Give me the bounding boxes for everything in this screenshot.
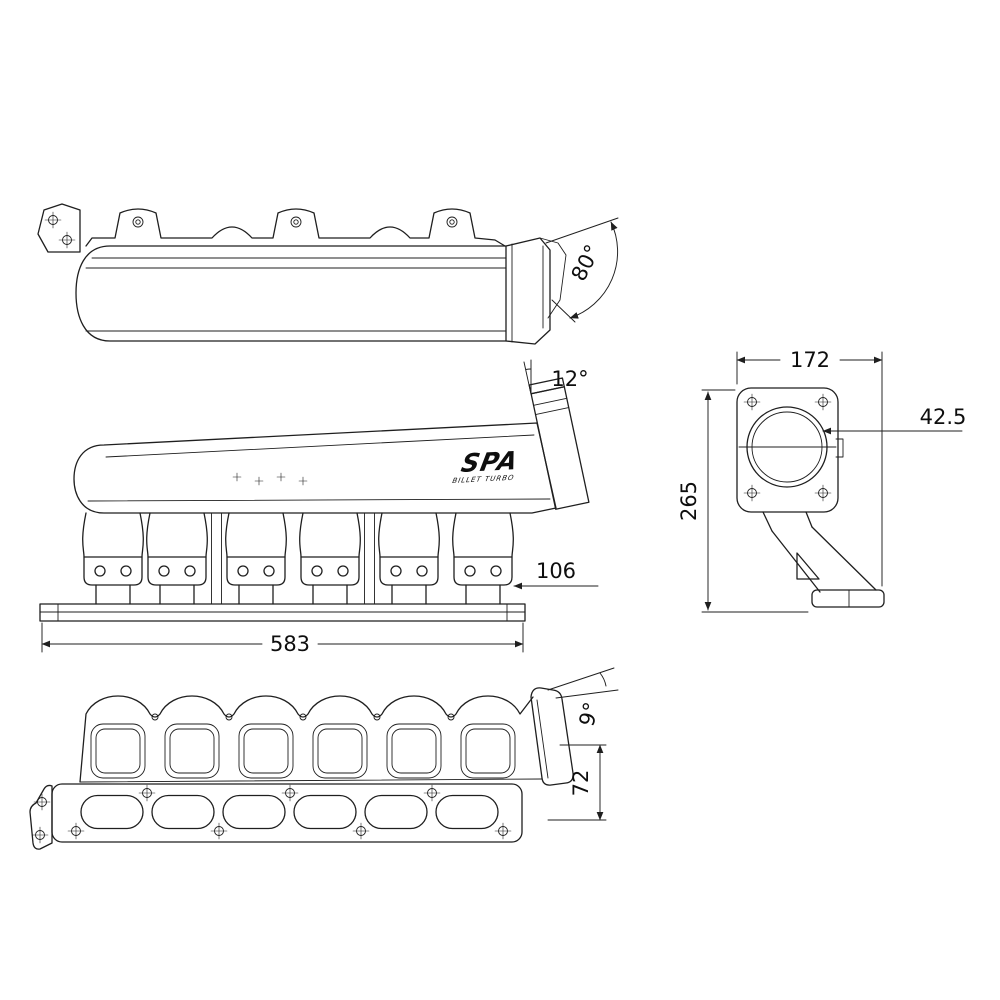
lid-rail bbox=[85, 208, 506, 247]
plenum-end-flange bbox=[505, 237, 551, 345]
dim-265-lines bbox=[701, 389, 809, 613]
plenum-outline bbox=[73, 422, 557, 514]
view-end: 172 42.5 265 bbox=[677, 348, 967, 613]
dim-80-lines bbox=[545, 217, 619, 323]
runner-humps-outline bbox=[79, 695, 534, 783]
dim-172-lines bbox=[736, 351, 883, 587]
throttle-flange-face bbox=[736, 387, 839, 513]
plenum-body bbox=[75, 245, 507, 342]
base-flange bbox=[39, 603, 526, 622]
dim-plenum-end-angle: 80° bbox=[567, 241, 605, 285]
view-bottom: 9° 72 bbox=[29, 667, 619, 850]
dim-72-lines bbox=[547, 744, 607, 821]
dim-throttle-flange-angle: 12° bbox=[551, 367, 588, 391]
bracket-left bbox=[37, 203, 81, 253]
logo: SPA BILLET TURBO bbox=[452, 445, 521, 485]
intake-ports bbox=[80, 794, 499, 830]
view-main-side: 12° SPA BILLET TURBO 106 5 bbox=[39, 359, 599, 656]
dim-583-lines bbox=[41, 622, 524, 653]
end-flange-edge bbox=[530, 687, 574, 786]
view-upper-side: 80° bbox=[37, 203, 619, 345]
dim-flange-height: 72 bbox=[569, 770, 593, 797]
dim-9-lines bbox=[547, 667, 619, 699]
mounting-tab-left bbox=[29, 784, 53, 850]
logo-primary: SPA bbox=[459, 445, 521, 478]
dim-12-lines bbox=[523, 359, 532, 395]
dim-port-face-angle: 9° bbox=[575, 700, 604, 729]
runners bbox=[82, 512, 514, 605]
logo-secondary: BILLET TURBO bbox=[452, 473, 516, 485]
dim-runner-height: 106 bbox=[536, 559, 576, 583]
throttle-flange bbox=[530, 386, 590, 510]
dim-end-width: 172 bbox=[790, 348, 830, 372]
dim-end-height: 265 bbox=[677, 481, 701, 521]
runner-sections bbox=[90, 713, 516, 779]
support-bracket bbox=[762, 511, 885, 608]
dim-overall-length: 583 bbox=[270, 632, 310, 656]
flange-bolt-holes bbox=[67, 784, 512, 840]
dim-throttle-offset: 42.5 bbox=[920, 405, 967, 429]
